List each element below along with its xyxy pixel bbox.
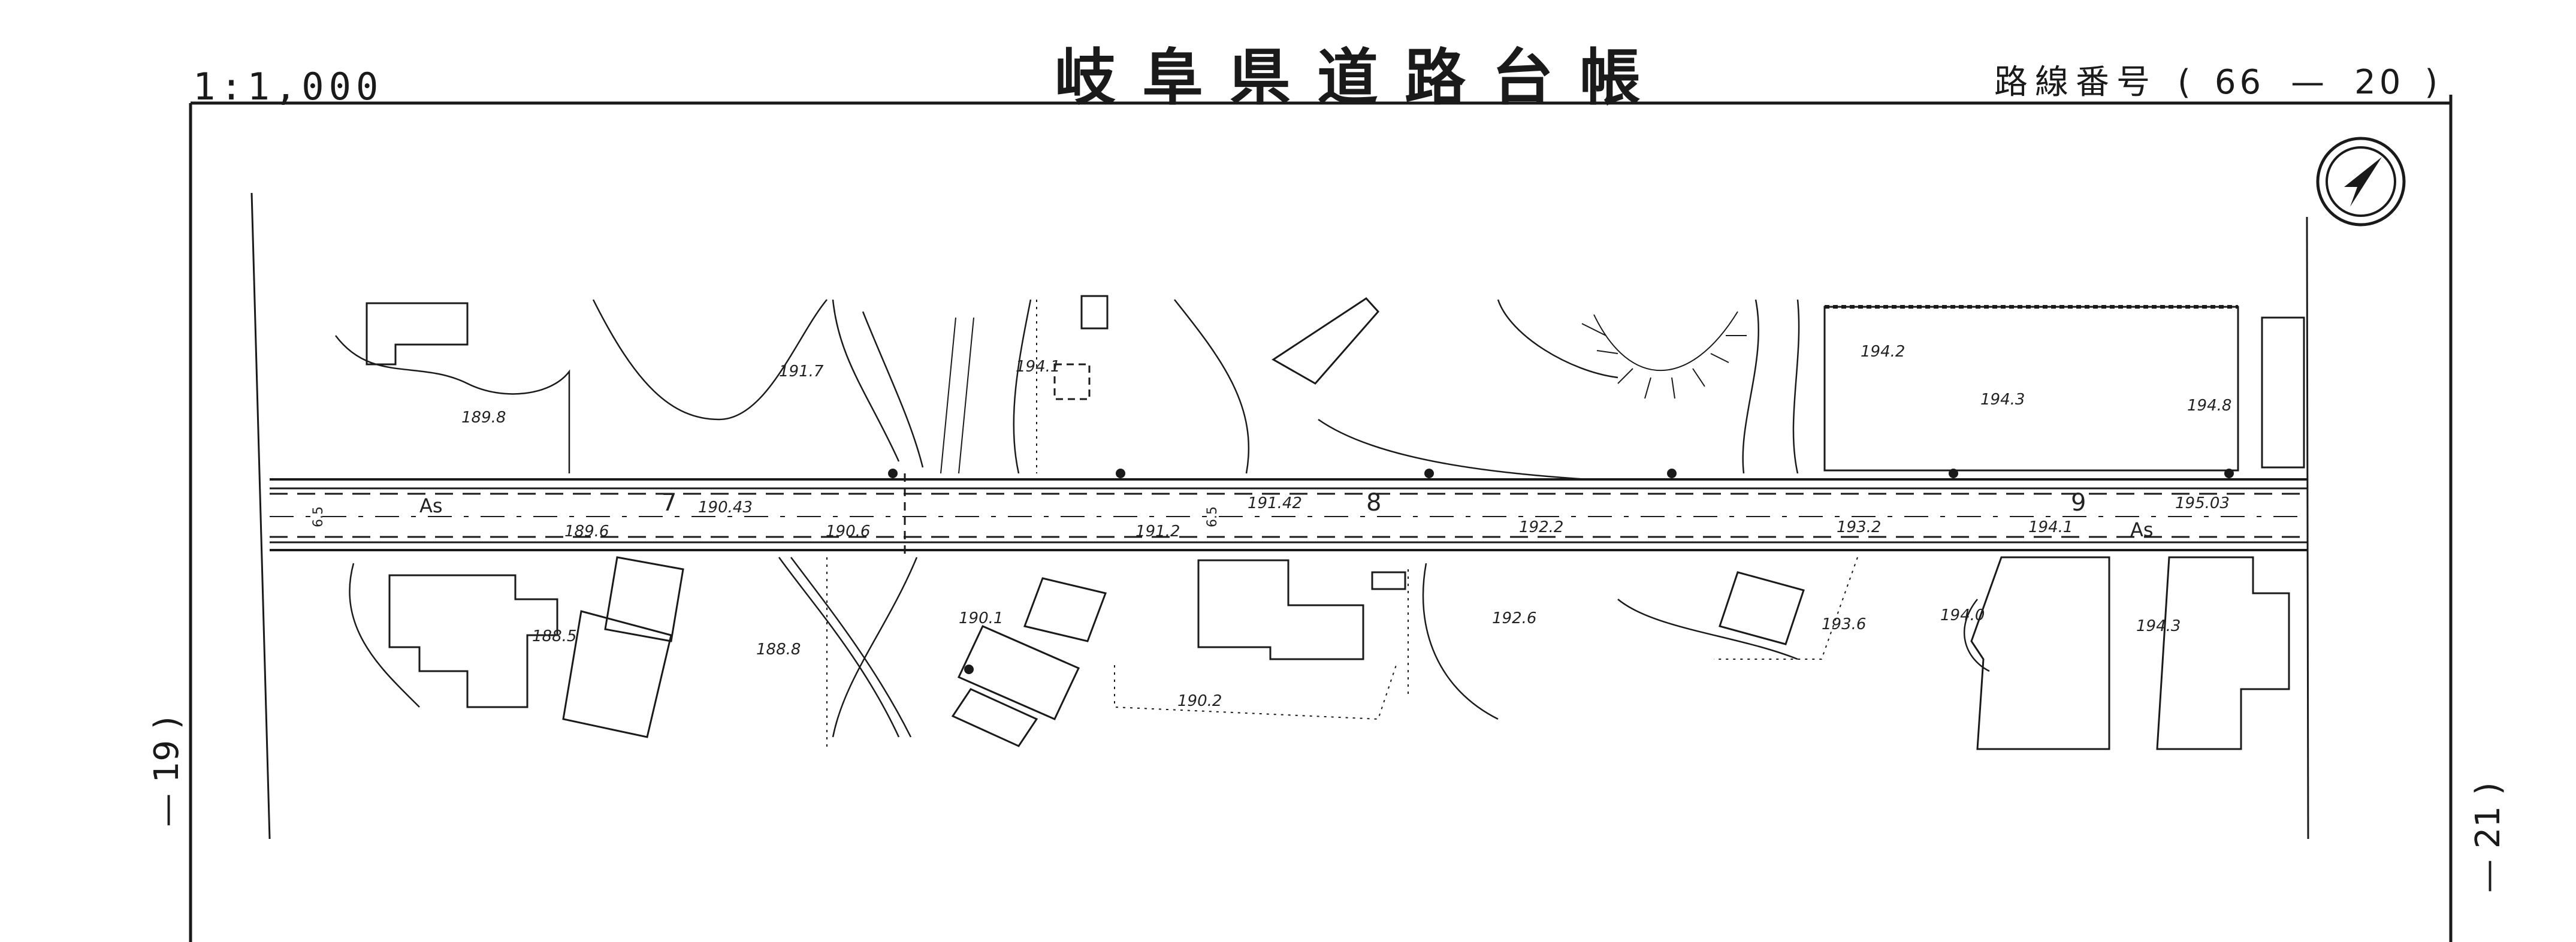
route-major-number: 66	[2214, 63, 2265, 102]
elevation-label: 193.2	[1837, 518, 1881, 536]
route-dash: —	[2291, 63, 2329, 102]
boundary-lines	[826, 300, 1858, 749]
elevation-label: 191.7	[779, 363, 824, 381]
north-arrow-icon	[2316, 137, 2406, 227]
road-width-label: 6.5	[1205, 506, 1220, 527]
route-number: 路線番号 ( 66 — 20 )	[1994, 55, 2441, 104]
buildings-north	[366, 295, 2305, 472]
elevation-label: 193.6	[1822, 615, 1866, 633]
elevation-label: 191.42	[1248, 494, 1302, 512]
road-width-label: 6.5	[311, 506, 326, 527]
elevation-label: 190.43	[698, 499, 753, 517]
elevation-label: 188.8	[756, 641, 801, 659]
elevation-label: 192.6	[1492, 609, 1536, 627]
route-open-paren: (	[2178, 63, 2194, 102]
route-close-paren: )	[2424, 63, 2442, 102]
scale-label: 1:1,000	[193, 65, 383, 108]
elevation-label: 188.5	[532, 627, 576, 645]
elevation-label: 189.6	[564, 523, 609, 541]
route-number-label: 路線番号	[1994, 63, 2157, 102]
station-number: 7	[662, 489, 677, 517]
sheet-frame	[189, 95, 2453, 942]
elevation-label: 195.03	[2175, 494, 2230, 512]
station-number: 9	[2071, 489, 2086, 517]
road-surface-label: As	[2130, 518, 2154, 541]
road-surface-label: As	[419, 494, 443, 517]
road	[270, 473, 2308, 554]
elevation-label: 191.2	[1136, 523, 1180, 541]
elevation-label: 194.2	[1861, 343, 1905, 361]
elevation-label: 190.2	[1177, 692, 1222, 710]
elevation-label: 190.1	[959, 609, 1003, 627]
elevation-label: 194.0	[1940, 606, 1985, 624]
buildings-south	[388, 556, 2290, 750]
elevation-label: 190.6	[826, 523, 870, 541]
elevation-label: 194.8	[2187, 397, 2231, 415]
slope-hatching	[940, 311, 1747, 474]
route-minor-number: 20	[2354, 63, 2405, 102]
terrain-lines	[335, 299, 1990, 738]
station-number: 8	[1366, 489, 1381, 517]
elevation-label: 194.3	[1980, 391, 2025, 409]
elevation-label: 192.2	[1519, 518, 1563, 536]
utility-poles	[888, 469, 2234, 674]
elevation-label: 194.1	[2028, 518, 2073, 536]
elevation-label: 194.3	[2136, 617, 2181, 635]
elevation-label: 189.8	[461, 409, 506, 427]
elevation-label: 194.1	[1016, 358, 1060, 376]
